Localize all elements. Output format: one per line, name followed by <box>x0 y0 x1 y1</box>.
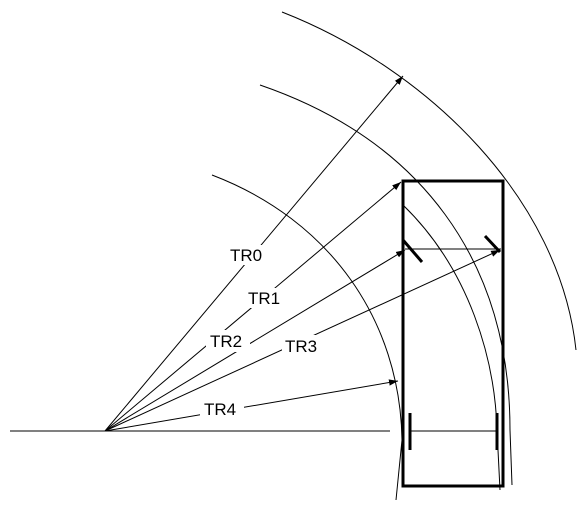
radius-line-tr2 <box>104 249 406 432</box>
radius-line-tr4 <box>104 379 399 432</box>
arc-middle <box>402 204 501 491</box>
label-tr2: TR2 <box>210 332 242 351</box>
arc-tr1 <box>259 84 513 486</box>
width-tick-right <box>483 234 502 254</box>
label-tr0: TR0 <box>230 246 262 265</box>
label-tr4: TR4 <box>204 400 236 419</box>
label-tr3: TR3 <box>285 337 317 356</box>
width-tick-left <box>401 239 424 263</box>
vehicle-outline <box>401 179 505 488</box>
label-tr1: TR1 <box>248 289 280 308</box>
arc-tr4 <box>211 174 403 501</box>
arc-tr0 <box>281 11 577 351</box>
